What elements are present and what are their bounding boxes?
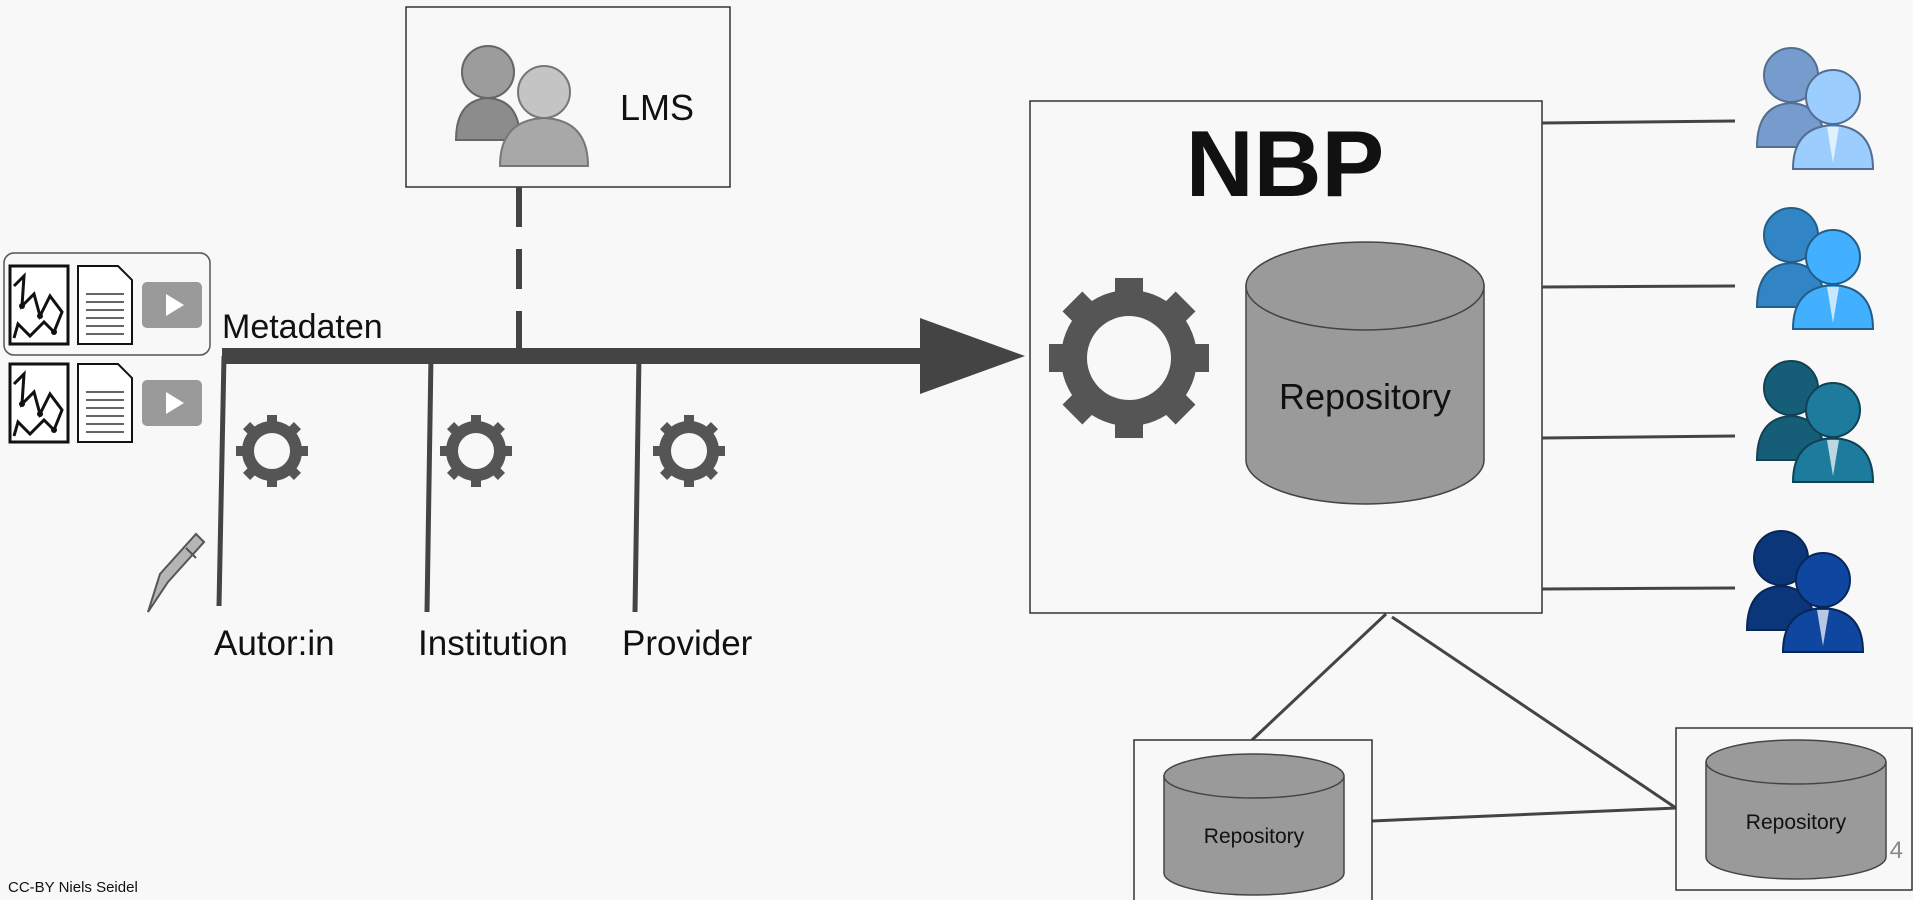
document-group xyxy=(3,252,211,444)
nbp-box: NBP Repository xyxy=(1029,100,1543,614)
small-repository-box: Repository xyxy=(1133,739,1373,900)
station-label-author: Autor:in xyxy=(214,624,335,663)
metadata-label: Metadaten xyxy=(222,308,383,346)
user-group-icon xyxy=(1755,47,1875,170)
station-line-provider xyxy=(632,355,642,613)
station-line-author xyxy=(216,355,227,607)
nbp-title: NBP xyxy=(1186,111,1384,216)
lms-box: LMS xyxy=(405,6,731,188)
small-repository-box: Repository xyxy=(1675,727,1913,891)
document-icons xyxy=(8,362,204,444)
credit-text: CC-BY Niels Seidel xyxy=(8,879,138,896)
user-group-icon xyxy=(1755,360,1875,483)
station-label-institution: Institution xyxy=(418,624,568,663)
station-label-provider: Provider xyxy=(622,624,753,663)
user-group-icon xyxy=(454,45,590,167)
repository-cylinder: Repository xyxy=(1245,241,1485,505)
small-repository-label: Repository xyxy=(1204,825,1305,848)
gear-icon xyxy=(236,415,308,487)
pen-icon xyxy=(147,532,206,613)
page-number: 4 xyxy=(1890,837,1903,864)
lms-label: LMS xyxy=(620,87,694,128)
repository-label: Repository xyxy=(1279,376,1451,417)
gear-icon xyxy=(440,415,512,487)
user-group-icon xyxy=(1745,530,1865,653)
metadata-arrow xyxy=(222,318,1025,394)
gear-icon xyxy=(1049,278,1209,438)
user-connectors xyxy=(1541,119,1736,591)
small-repository-label: Repository xyxy=(1746,811,1847,834)
gear-icon xyxy=(653,415,725,487)
station-line-institution xyxy=(424,355,434,613)
repository-network-lines xyxy=(1250,612,1677,823)
user-group-icon xyxy=(1755,207,1875,330)
